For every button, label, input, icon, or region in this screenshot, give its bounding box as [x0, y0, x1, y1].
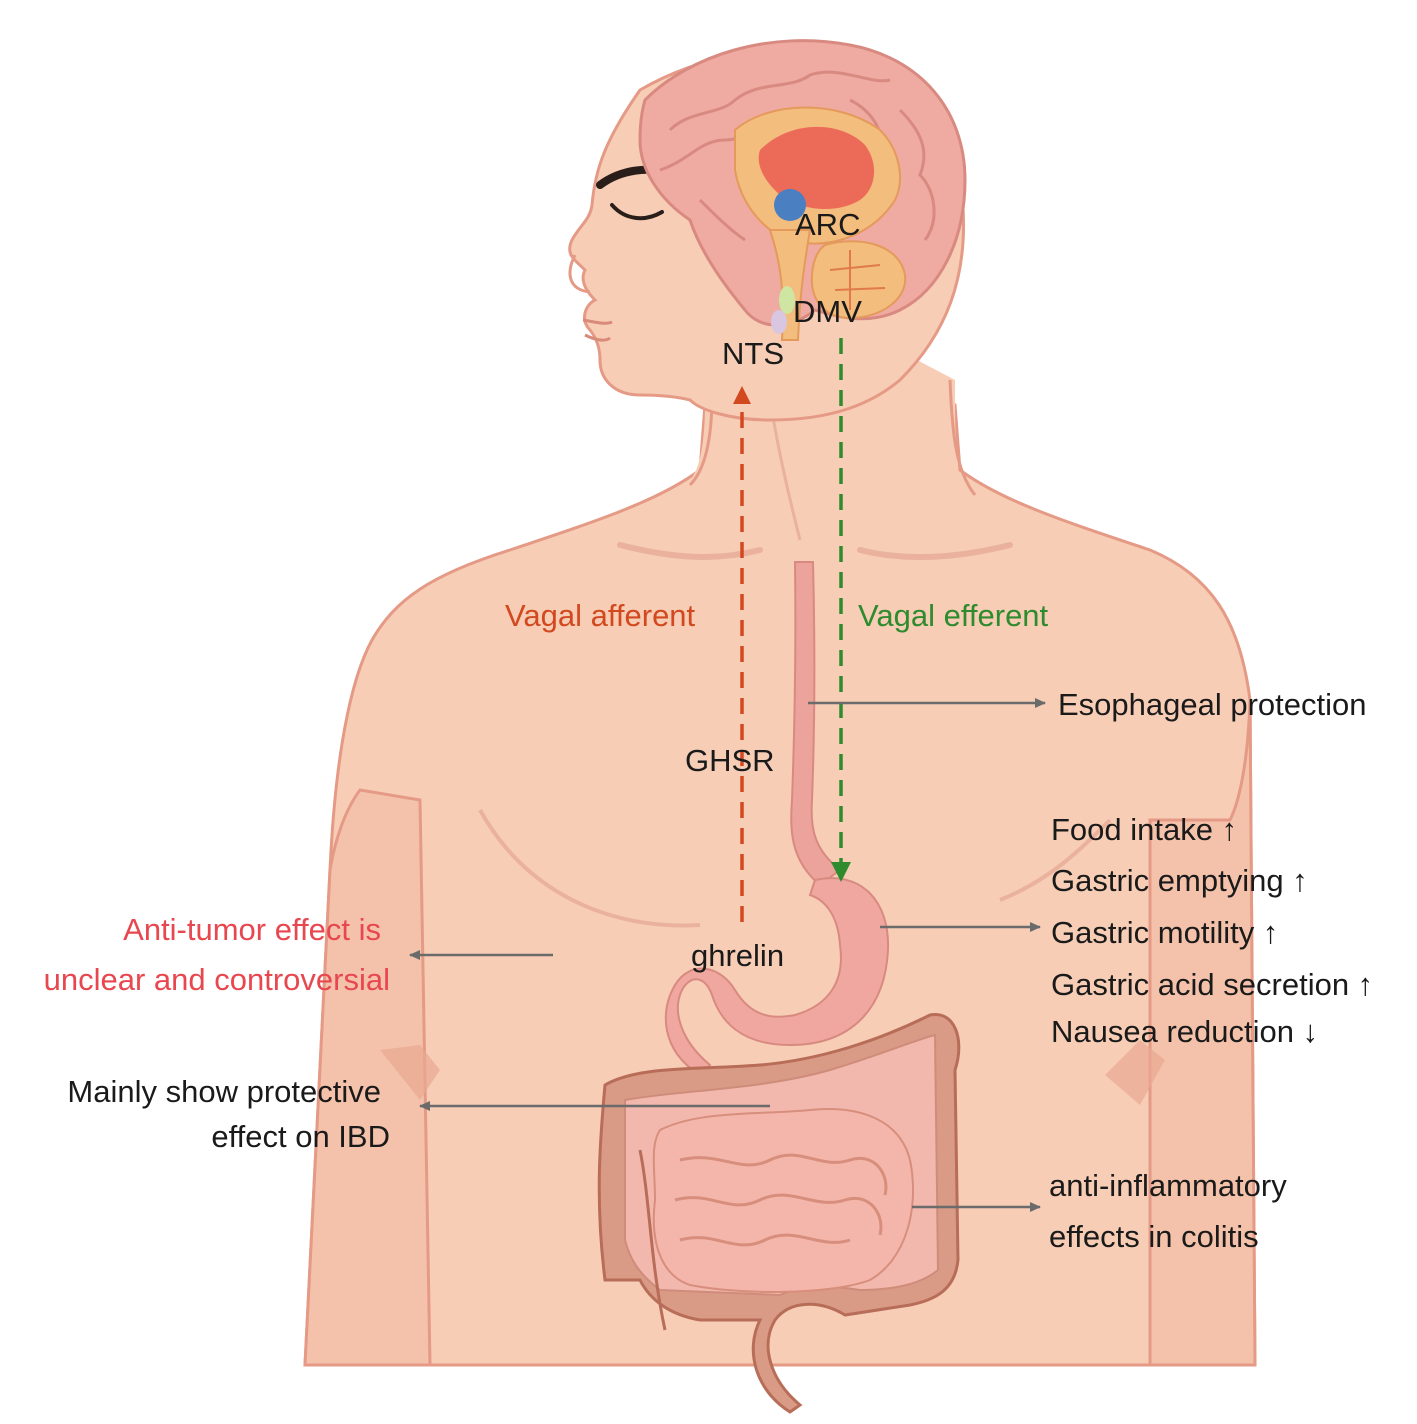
- torso: [303, 403, 1257, 1367]
- vagal-efferent-arrowhead: [831, 862, 851, 882]
- gastric-motility-label: Gastric motility ↑: [1051, 915, 1278, 950]
- nts-nucleus: [771, 310, 787, 334]
- arc-label: ARC: [795, 207, 860, 242]
- gastric-acid-label: Gastric acid secretion ↑: [1051, 967, 1373, 1002]
- stomach: [664, 877, 890, 1077]
- dmv-label: DMV: [793, 294, 862, 329]
- brain: [638, 39, 967, 341]
- vagal-afferent-arrowhead: [733, 386, 751, 404]
- tumor-label-line1: Anti-tumor effect is: [123, 912, 381, 947]
- vagal-efferent-label: Vagal efferent: [858, 598, 1049, 633]
- esophageal-protection-label: Esophageal protection: [1058, 687, 1367, 722]
- nausea-reduction-label: Nausea reduction ↓: [1051, 1014, 1318, 1049]
- gastric-emptying-label: Gastric emptying ↑: [1051, 863, 1308, 898]
- colitis-label-line1: anti-inflammatory: [1049, 1168, 1287, 1203]
- arc-nucleus: [774, 189, 806, 221]
- tumor-label-line2: unclear and controversial: [44, 962, 390, 997]
- dmv-nucleus: [779, 286, 795, 314]
- vagal-afferent-label: Vagal afferent: [505, 598, 696, 633]
- food-intake-label: Food intake ↑: [1051, 812, 1237, 847]
- ibd-label-line1: Mainly show protective: [67, 1074, 381, 1109]
- small-intestine: [638, 1108, 914, 1331]
- ibd-label-line2: effect on IBD: [211, 1119, 390, 1154]
- ghsr-label: GHSR: [685, 743, 775, 778]
- nts-label: NTS: [722, 336, 784, 371]
- colitis-label-line2: effects in colitis: [1049, 1219, 1259, 1254]
- ghrelin-label: ghrelin: [691, 938, 784, 973]
